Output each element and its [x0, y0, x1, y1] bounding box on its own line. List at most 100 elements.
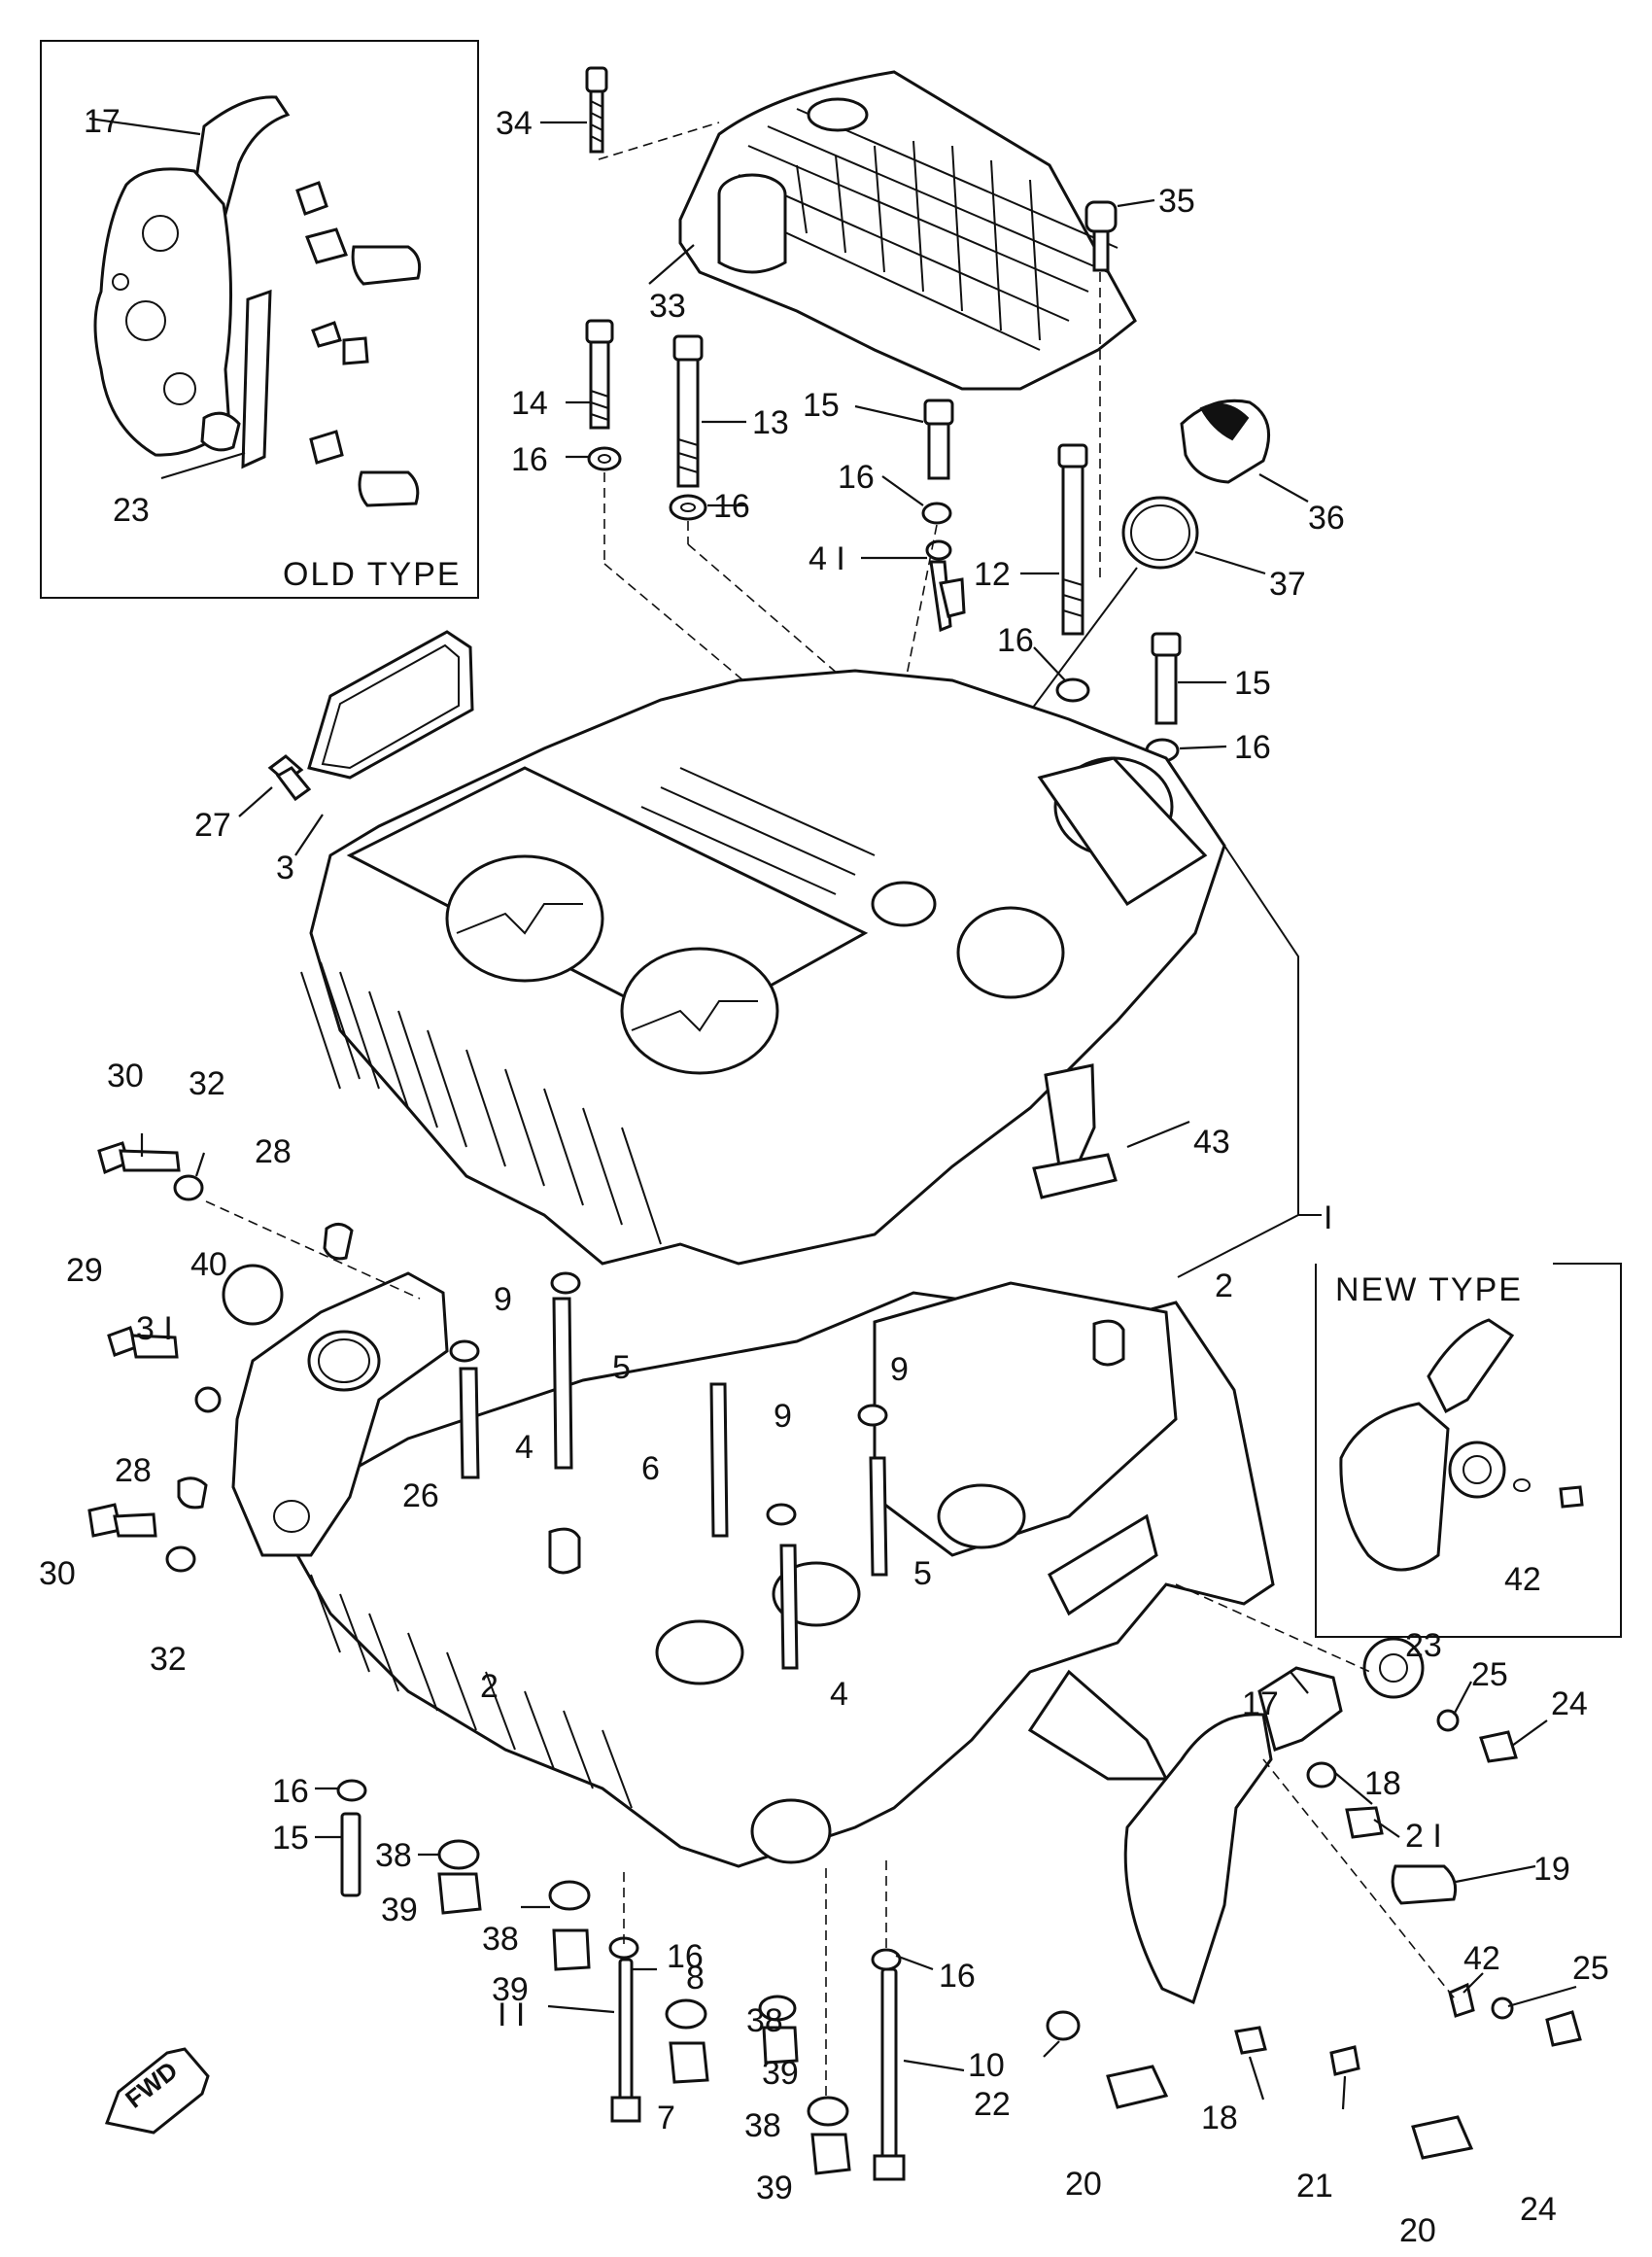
old-cam-chain-guide: [93, 95, 291, 469]
callout-34: 34: [496, 105, 533, 142]
callout-42-b: 42: [1463, 1940, 1500, 1977]
bolt-34: [585, 66, 608, 154]
old-type-label: OLD TYPE: [283, 556, 462, 593]
callout-9-a: 9: [494, 1281, 512, 1318]
callout-1: I: [1324, 1199, 1332, 1236]
callout-42-a: 42: [1504, 1561, 1541, 1598]
lower-crankcase: [295, 1281, 1275, 1868]
callout-32-a: 32: [189, 1065, 225, 1102]
new-type-inset: NEW TYPE: [1315, 1263, 1622, 1638]
bolt-15-right: [1151, 632, 1182, 725]
callout-23-new: 23: [1405, 1627, 1442, 1664]
callout-13: 13: [752, 404, 789, 441]
callout-35: 35: [1158, 183, 1195, 220]
callout-16-a: 16: [511, 441, 548, 478]
callout-43: 43: [1193, 1124, 1230, 1161]
dowels-2: [548, 1319, 1125, 1575]
callout-30-b: 30: [39, 1555, 76, 1592]
callout-9-b: 9: [890, 1351, 909, 1388]
callout-32-b: 32: [150, 1641, 187, 1678]
o-ring: [1121, 496, 1199, 570]
lower-fasteners: [336, 1779, 906, 2181]
callout-23-old: 23: [113, 492, 150, 529]
callout-38-c: 38: [746, 2002, 783, 2039]
callout-15-b: 15: [1234, 665, 1271, 702]
callout-5-b: 5: [913, 1555, 932, 1592]
bolt-15-top: [923, 399, 954, 480]
callout-27: 27: [194, 807, 231, 844]
fwd-arrow: FWD: [104, 2047, 210, 2135]
callout-33: 33: [649, 288, 686, 325]
callout-17-old: 17: [84, 103, 120, 140]
callout-20-a: 20: [1065, 2166, 1102, 2203]
right-fasteners: [1046, 1637, 1582, 2160]
part-41: [925, 539, 966, 633]
callout-31: 3 I: [136, 1310, 173, 1347]
o-rings-9: [449, 1271, 888, 1526]
left-fasteners: [87, 1141, 354, 1573]
callout-15-c: 15: [272, 1820, 309, 1857]
callout-4-b: 4: [830, 1676, 848, 1713]
callout-14: 14: [511, 385, 548, 422]
callout-37: 37: [1269, 566, 1306, 603]
callout-19: 19: [1533, 1851, 1570, 1888]
callout-4-a: 4: [515, 1429, 533, 1466]
cylinder-head-cover: [678, 70, 1137, 391]
bolt-13: [672, 334, 704, 488]
callout-8: 8: [686, 1960, 705, 1997]
callout-28-a: 28: [255, 1133, 292, 1170]
callout-39-b: 39: [492, 1971, 529, 2008]
callout-38-b: 38: [482, 1921, 519, 1958]
callout-3: 3: [276, 850, 294, 886]
callout-28-b: 28: [115, 1452, 152, 1489]
callout-9-c: 9: [774, 1398, 792, 1435]
callout-38-a: 38: [375, 1837, 412, 1874]
callout-10: 10: [968, 2047, 1005, 2084]
callout-25-a: 25: [1471, 1656, 1508, 1693]
bolt-35: [1084, 200, 1118, 272]
bolt-12: [1057, 443, 1088, 636]
callout-41: 4 I: [809, 540, 845, 577]
callout-36: 36: [1308, 500, 1345, 537]
callout-6: 6: [641, 1450, 660, 1487]
callout-7: 7: [657, 2100, 675, 2136]
callout-21-b: 21: [1296, 2168, 1333, 2205]
gasket-3: [307, 630, 474, 780]
new-type-label: NEW TYPE: [1335, 1271, 1523, 1308]
callout-39-d: 39: [756, 2170, 793, 2206]
callout-18-b: 18: [1201, 2100, 1238, 2136]
callout-15-a: 15: [803, 387, 840, 424]
old-type-fasteners: [295, 181, 422, 507]
bracket-43: [1032, 1063, 1118, 1199]
callout-16-e: 16: [1234, 729, 1271, 766]
callout-5-a: 5: [612, 1349, 631, 1386]
callout-18-a: 18: [1364, 1765, 1401, 1802]
callout-11: I I: [498, 1997, 525, 2033]
callout-30-a: 30: [107, 1058, 144, 1094]
callout-16-g: 16: [667, 1938, 704, 1975]
callout-26: 26: [402, 1477, 439, 1514]
bolt-14: [585, 319, 614, 430]
callout-17-new: 17: [1242, 1685, 1279, 1722]
callout-40: 40: [190, 1246, 227, 1283]
callout-24-a: 24: [1551, 1685, 1588, 1722]
callout-2-b: 2: [480, 1668, 499, 1705]
callout-16-d: 16: [997, 622, 1034, 659]
bolt-27: [267, 754, 312, 802]
callout-39-c: 39: [762, 2055, 799, 2092]
callout-labels: 17 23 34 35 33 14 13 15 16 16 16 36 4 I …: [39, 103, 1609, 2249]
callout-16-h: 16: [939, 1958, 976, 1995]
callout-22: 22: [974, 2086, 1011, 2123]
old-type-inset: OLD TYPE: [40, 40, 479, 599]
callout-12: 12: [974, 556, 1011, 593]
callout-16-c: 16: [838, 459, 875, 496]
callout-20-b: 20: [1399, 2212, 1436, 2249]
oil-filler-cap: [1180, 399, 1271, 484]
callout-25-b: 25: [1572, 1950, 1609, 1987]
bearing-holder-26: [231, 1271, 449, 1557]
upper-crankcase: [300, 669, 1226, 1266]
callout-29: 29: [66, 1252, 103, 1289]
callout-2-a: 2: [1215, 1267, 1233, 1304]
callout-16-b: 16: [713, 488, 750, 525]
